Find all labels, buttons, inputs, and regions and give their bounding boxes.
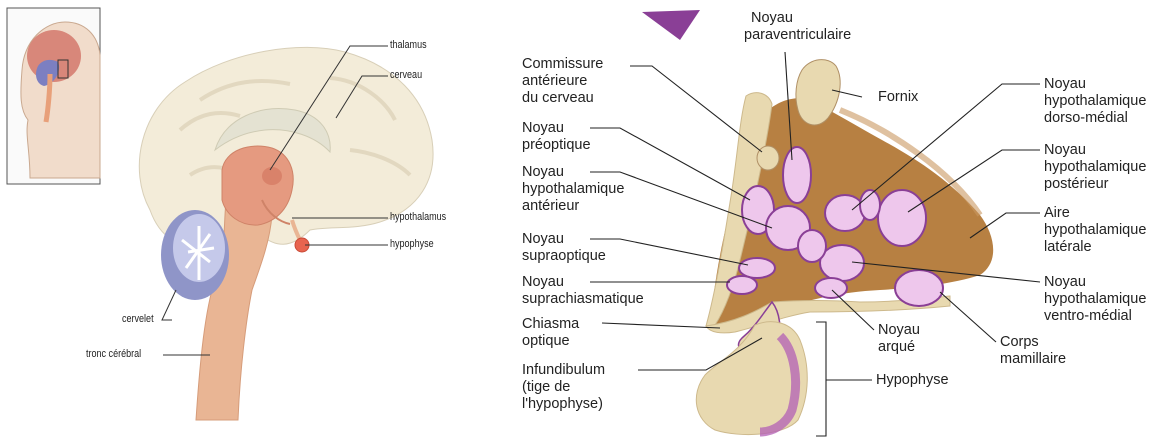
- label-noyau-dorso-medial: Noyau hypothalamique dorso-médial: [1044, 76, 1146, 127]
- cerebellum-shape: [161, 210, 229, 300]
- label-cervelet: cervelet: [122, 313, 154, 325]
- label-noyau-preoptique: Noyau préoptique: [522, 120, 591, 154]
- label-hypophyse: hypophyse: [390, 238, 434, 250]
- label-supraoptique-line1: Noyau: [522, 231, 606, 248]
- label-anterieur-line1: Noyau: [522, 164, 624, 181]
- label-noyau-supraoptique: Noyau supraoptique: [522, 231, 606, 265]
- label-suprachiasmatique-line2: suprachiasmatique: [522, 291, 644, 308]
- label-thalamus: thalamus: [390, 39, 427, 51]
- label-noyau-ventro-medial: Noyau hypothalamique ventro-médial: [1044, 274, 1146, 325]
- label-arque-line1: Noyau: [878, 322, 920, 339]
- label-chiasma-optique: Chiasma optique: [522, 316, 579, 350]
- label-tronc-cerebral: tronc cérébral: [86, 348, 141, 360]
- suprachiasmatic-nucleus: [727, 276, 757, 294]
- label-chiasma-line1: Chiasma: [522, 316, 579, 333]
- label-paraventriculaire-line2: paraventriculaire: [744, 27, 851, 44]
- label-noyau-suprachiasmatique: Noyau suprachiasmatique: [522, 274, 644, 308]
- label-infundibulum-line1: Infundibulum: [522, 362, 605, 379]
- label-infundibulum: Infundibulum (tige de l'hypophyse): [522, 362, 605, 413]
- label-aire-line2: hypothalamique: [1044, 222, 1146, 239]
- label-corps-mamillaire: Corps mamillaire: [1000, 334, 1066, 368]
- label-hypothalamus: hypothalamus: [390, 211, 446, 223]
- label-aire-line1: Aire: [1044, 205, 1146, 222]
- label-ventro-line3: ventro-médial: [1044, 308, 1146, 325]
- label-preoptique-line1: Noyau: [522, 120, 591, 137]
- label-ventro-line1: Noyau: [1044, 274, 1146, 291]
- label-aire-line3: latérale: [1044, 239, 1146, 256]
- leader-line-cervelet: [162, 290, 176, 320]
- label-fornix: Fornix: [878, 89, 918, 106]
- label-noyau-paraventriculaire: Noyau paraventriculaire: [744, 10, 851, 44]
- label-aire-laterale: Aire hypothalamique latérale: [1044, 205, 1146, 256]
- label-infundibulum-line3: l'hypophyse): [522, 396, 605, 413]
- label-mamillaire-line2: mamillaire: [1000, 351, 1066, 368]
- hypothalamus-nuclei-diagram: Noyau paraventriculaire Commissure antér…: [510, 0, 1158, 441]
- mammillary-body: [895, 270, 943, 306]
- label-noyau-anterieur: Noyau hypothalamique antérieur: [522, 164, 624, 215]
- label-commissure-line1: Commissure: [522, 56, 603, 73]
- label-posterieur-line3: postérieur: [1044, 176, 1146, 193]
- supraoptic-nucleus: [739, 258, 775, 278]
- label-preoptique-line2: préoptique: [522, 137, 591, 154]
- label-anterieur-line2: hypothalamique: [522, 181, 624, 198]
- label-posterieur-line2: hypothalamique: [1044, 159, 1146, 176]
- hypophyse-bracket: [816, 322, 872, 436]
- label-suprachiasmatique-line1: Noyau: [522, 274, 644, 291]
- label-dorso-line1: Noyau: [1044, 76, 1146, 93]
- label-commissure-anterieure: Commissure antérieure du cerveau: [522, 56, 603, 107]
- label-noyau-posterieur: Noyau hypothalamique postérieur: [1044, 142, 1146, 193]
- corner-mark-shape: [642, 10, 700, 40]
- leader-line-mamillaire: [940, 292, 996, 342]
- arcuate-nucleus: [815, 278, 847, 298]
- label-cerveau: cerveau: [390, 69, 422, 81]
- label-commissure-line3: du cerveau: [522, 90, 603, 107]
- label-chiasma-line2: optique: [522, 333, 579, 350]
- label-supraoptique-line2: supraoptique: [522, 248, 606, 265]
- label-hypophyse: Hypophyse: [876, 372, 949, 389]
- paraventricular-nucleus: [783, 147, 811, 203]
- label-arque-line2: arqué: [878, 339, 920, 356]
- label-mamillaire-line1: Corps: [1000, 334, 1066, 351]
- label-ventro-line2: hypothalamique: [1044, 291, 1146, 308]
- label-dorso-line2: hypothalamique: [1044, 93, 1146, 110]
- posterior-nucleus: [878, 190, 926, 246]
- label-anterieur-line3: antérieur: [522, 198, 624, 215]
- dorsomedial-nucleus: [825, 195, 865, 231]
- brain-sagittal-diagram: thalamus cerveau hypothalamus hypophyse …: [0, 0, 500, 441]
- anterior-commissure-shape: [757, 146, 779, 170]
- label-infundibulum-line2: (tige de: [522, 379, 605, 396]
- leader-line-chiasma: [602, 323, 720, 328]
- label-dorso-line3: dorso-médial: [1044, 110, 1146, 127]
- head-inset-icon: [7, 8, 100, 184]
- label-commissure-line2: antérieure: [522, 73, 603, 90]
- label-paraventriculaire-line1: Noyau: [744, 10, 851, 27]
- label-noyau-arque: Noyau arqué: [878, 322, 920, 356]
- label-posterieur-line1: Noyau: [1044, 142, 1146, 159]
